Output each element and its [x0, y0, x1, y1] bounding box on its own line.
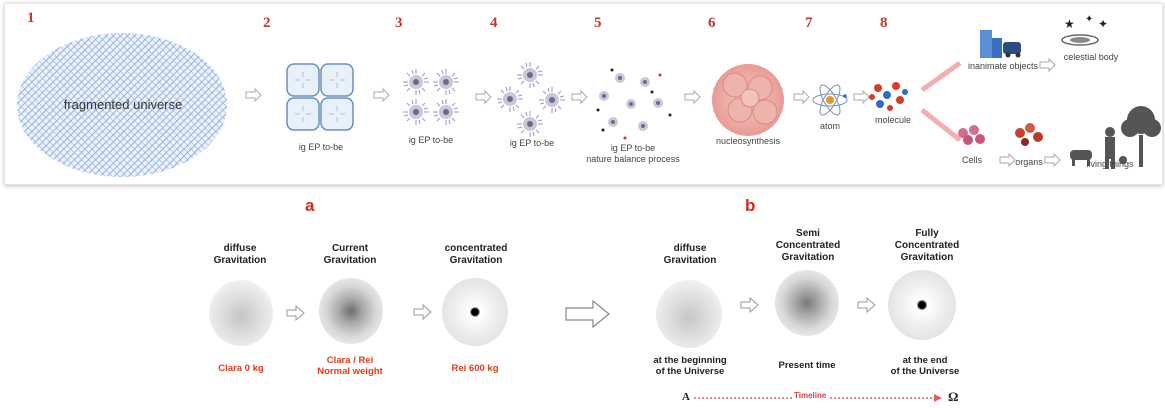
big-arrow-right-icon [565, 300, 610, 328]
stage4-label: ig EP to-be [509, 138, 555, 148]
diffuse-gravitation-globe [209, 280, 273, 346]
svg-text:★: ★ [1064, 17, 1075, 31]
panel-a-letter: a [305, 196, 315, 215]
nucleosynthesis-blob [712, 64, 784, 136]
molecule-label: molecule [874, 115, 912, 125]
step-number-1: 1 [27, 10, 35, 26]
panel-a-caption-1: Clara 0 kg [218, 363, 264, 374]
stage5-label: ig EP to-be nature balance process [586, 143, 680, 164]
step-number-7: 7 [805, 15, 813, 31]
organs-icon [1015, 123, 1043, 146]
panel-a-caption-3: Rei 600 kg [451, 363, 499, 374]
stage2-cells [286, 63, 354, 131]
semi-concentrated-gravitation-globe [775, 270, 839, 336]
fragmented-universe-ellipse [17, 33, 227, 177]
molecule-icon [869, 82, 908, 111]
atom-label: atom [819, 121, 840, 131]
living-things-icon [1070, 106, 1161, 169]
atom-icon [812, 84, 848, 116]
stage4-particles [496, 61, 566, 138]
svg-text:✦: ✦ [1085, 14, 1093, 25]
celestial-body-label: celestial body [1063, 52, 1119, 62]
cells-label: Cells [961, 155, 982, 165]
fragmented-universe-label: fragmented universe [63, 97, 183, 112]
step-number-3: 3 [395, 15, 403, 31]
step-number-6: 6 [708, 15, 716, 31]
arrow-right-icon [413, 304, 432, 320]
living-things-label: living things [1086, 159, 1134, 169]
stage2-label: ig EP to-be [298, 142, 344, 152]
panel-b-caption-3: at the end of the Universe [890, 355, 960, 377]
timeline-end-label: Ω [948, 389, 959, 404]
cells-icon [958, 125, 985, 145]
organs-label: organs [1015, 157, 1043, 167]
stage5-particles [596, 68, 672, 140]
stage3-particles [402, 68, 460, 126]
panel-b-caption-1: at the beginning of the Universe [653, 355, 727, 377]
step-number-5: 5 [594, 15, 602, 31]
step-number-4: 4 [490, 15, 498, 31]
fully-concentrated-gravitation-globe [888, 270, 956, 340]
arrow-right-icon [857, 297, 876, 313]
panel-a-title-1: diffuse Gravitation [213, 243, 267, 266]
panel-b-title-1: diffuse Gravitation [663, 243, 717, 266]
nucleosynthesis-label: nucleosynthesis [715, 136, 781, 146]
panel-a-title-3: concentrated Gravitation [444, 243, 508, 266]
arrow-right-icon [286, 305, 305, 321]
panel-a-title-2: Current Gravitation [323, 243, 377, 266]
diffuse-gravitation-globe [656, 280, 722, 348]
process-illustration: ★ ✦ ✦ [17, 14, 1161, 177]
celestial-body-icon: ★ ✦ ✦ [1061, 14, 1108, 46]
arrow-right-icon [740, 297, 759, 313]
panel-b-caption-2: Present time [778, 360, 836, 371]
timeline-label: Timeline [792, 391, 829, 400]
svg-text:✦: ✦ [1098, 17, 1108, 31]
current-gravitation-globe [319, 278, 383, 344]
concentrated-gravitation-globe [442, 278, 508, 346]
stage3-label: ig EP to-be [408, 135, 454, 145]
panel-b-title-2: Semi Concentrated Gravitation [775, 228, 841, 263]
panel-b-letter: b [745, 196, 756, 215]
panel-b-title-3: Fully Concentrated Gravitation [894, 228, 960, 263]
inanimate-objects-icon [980, 30, 1021, 58]
timeline-start-label: A [682, 391, 690, 403]
inanimate-objects-label: inanimate objects [967, 61, 1039, 71]
panel-a-caption-2: Clara / Rei Normal weight [317, 355, 383, 377]
step-number-8: 8 [880, 15, 888, 31]
step-number-2: 2 [263, 15, 271, 31]
